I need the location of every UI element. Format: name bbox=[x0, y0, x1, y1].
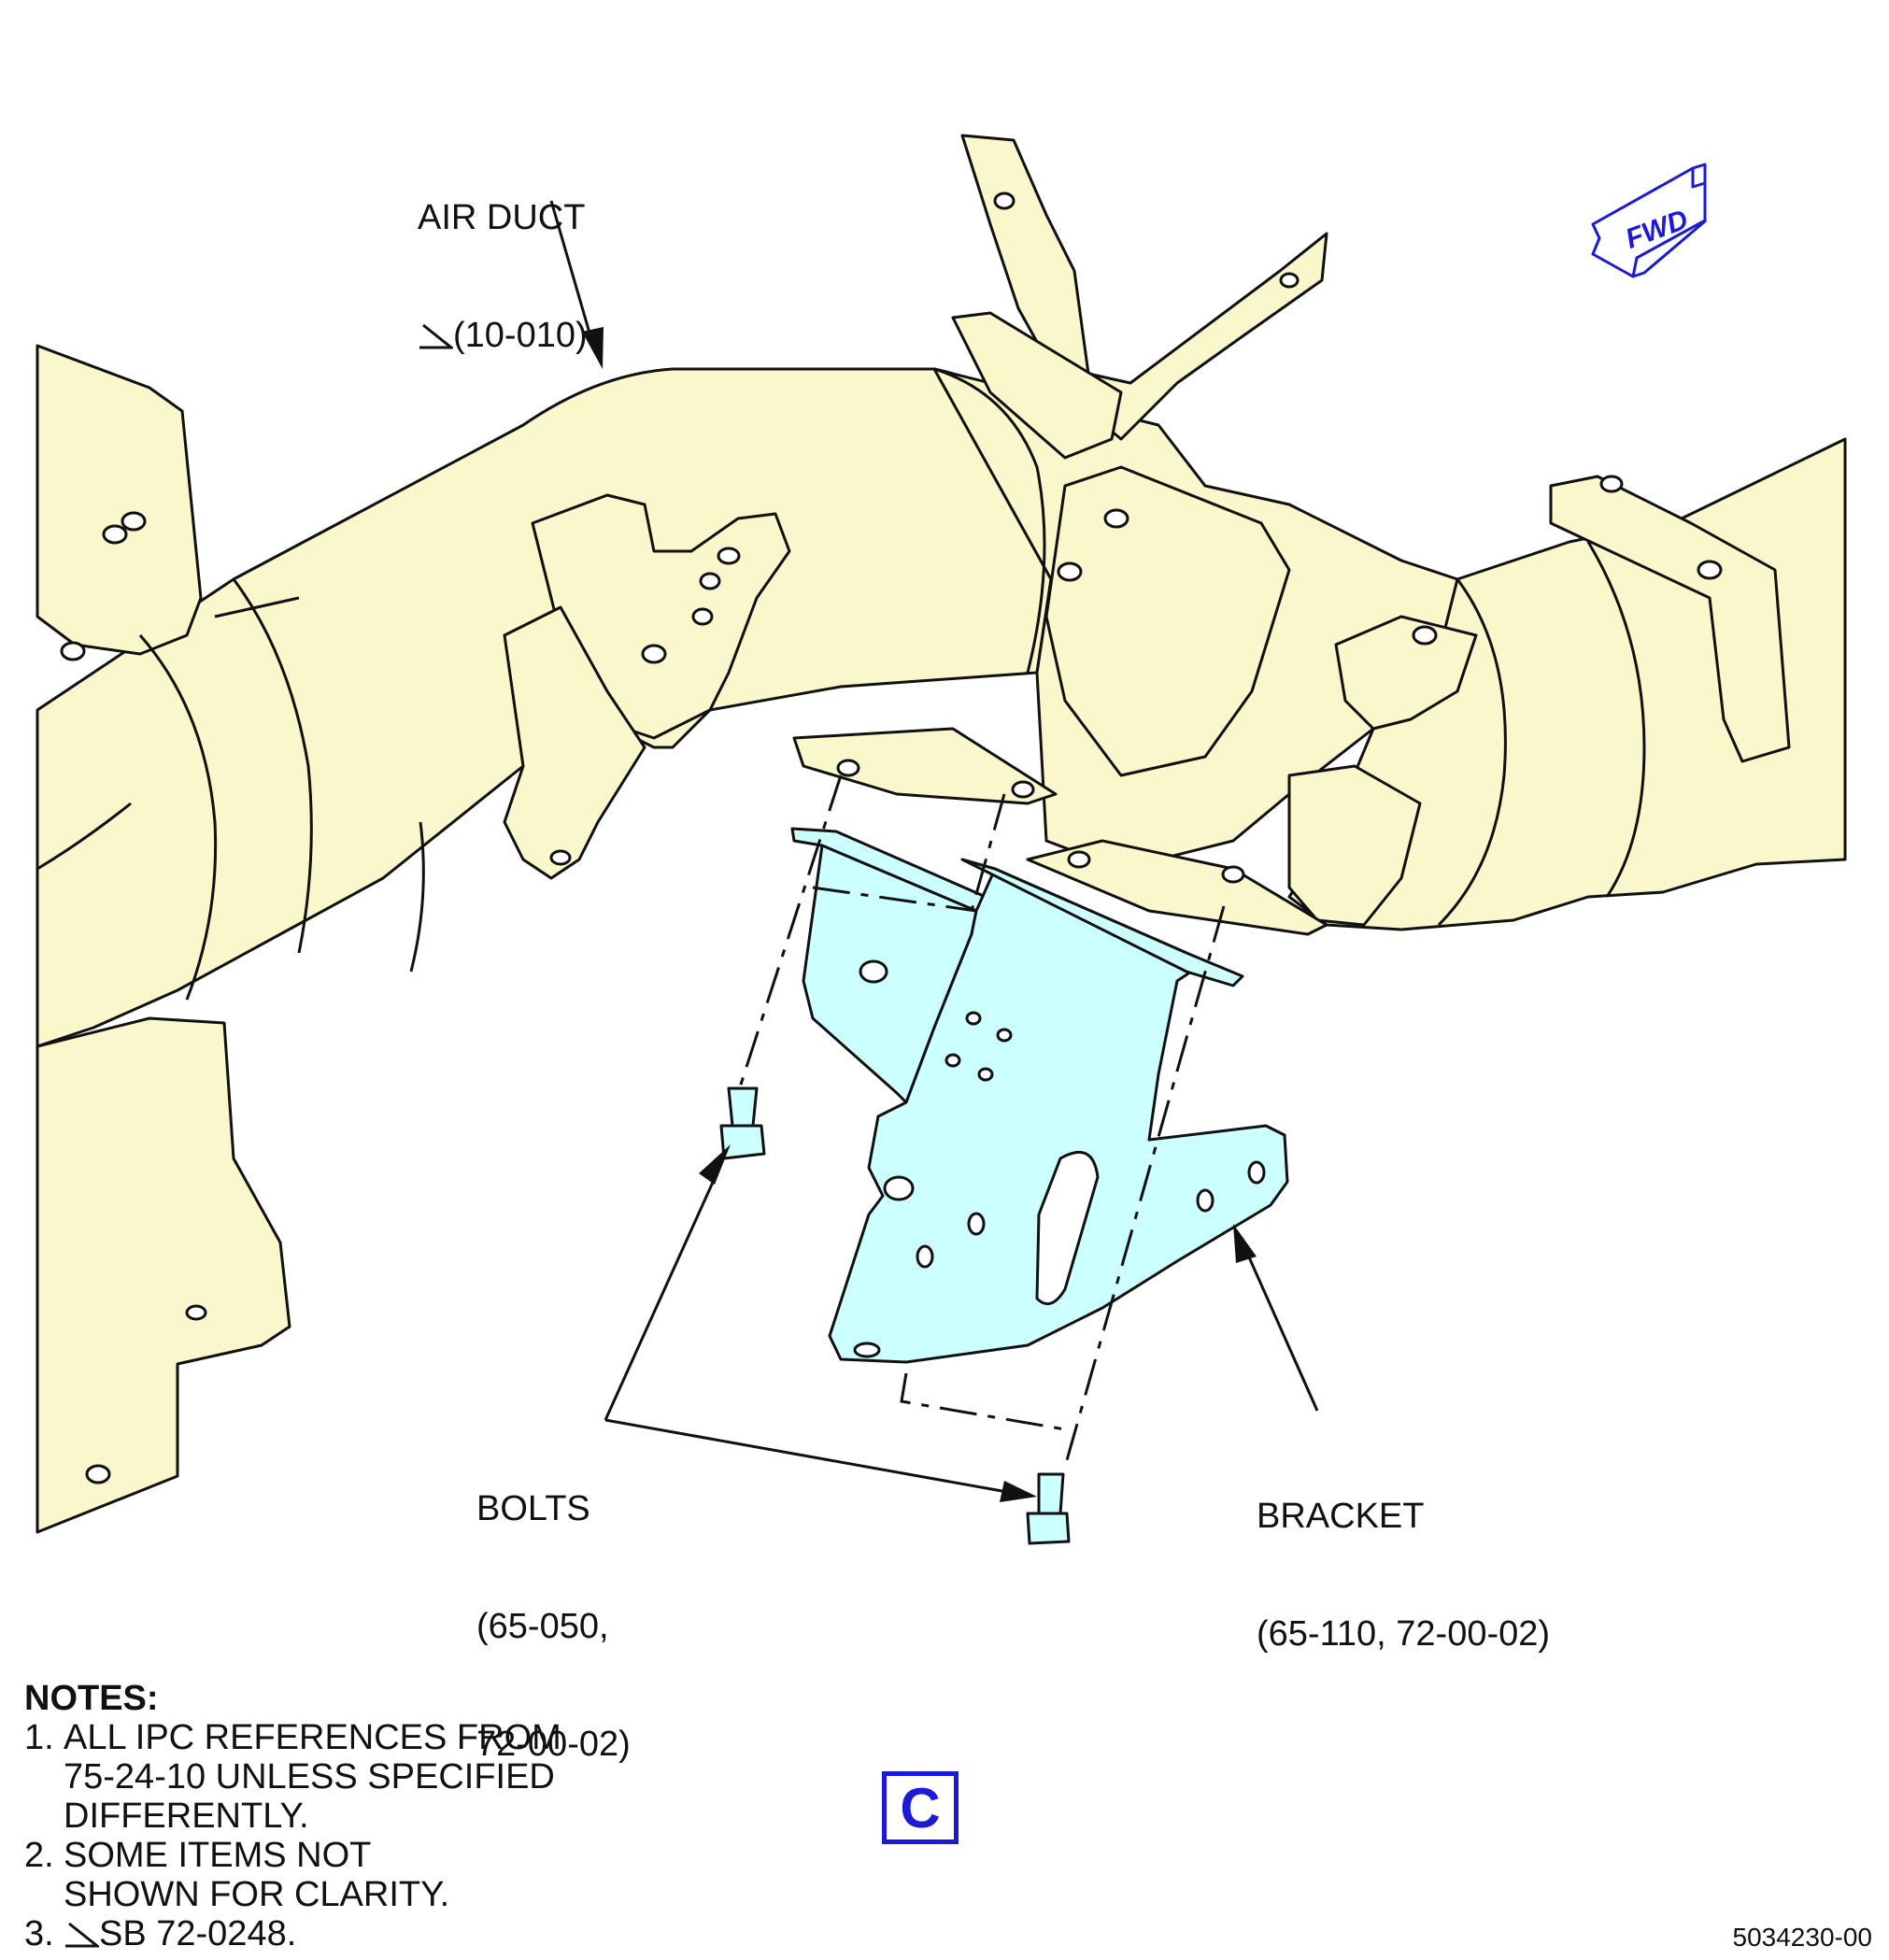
view-label-box: C bbox=[882, 1771, 959, 1844]
bolt-upper bbox=[719, 1087, 766, 1160]
duct-mount-right bbox=[1549, 475, 1791, 763]
duct-flange-lower-right bbox=[1287, 764, 1422, 927]
note-text: SOME ITEMS NOT SHOWN FOR CLARITY. bbox=[64, 1836, 450, 1914]
bolts-label: BOLTS bbox=[476, 1489, 590, 1528]
notes-title: NOTES: bbox=[24, 1679, 159, 1718]
air-duct-ref: (10-010) bbox=[453, 316, 588, 355]
air-duct-label: AIR DUCT bbox=[418, 198, 586, 237]
bracket-main-plate bbox=[828, 867, 1289, 1364]
note-number: 1. bbox=[24, 1718, 54, 1757]
view-label: C bbox=[900, 1776, 941, 1839]
note-text: ALL IPC REFERENCES FROM 75-24-10 UNLESS … bbox=[64, 1718, 561, 1836]
duct-flange-left-lower bbox=[503, 605, 646, 880]
notes-block: NOTES: 1. ALL IPC REFERENCES FROM 75-24-… bbox=[24, 1679, 561, 1953]
sb-delta-icon bbox=[419, 323, 453, 349]
bracket-flange-top-right bbox=[960, 858, 1244, 987]
top-bracket-lower bbox=[951, 311, 1123, 460]
note-item: 1. ALL IPC REFERENCES FROM 75-24-10 UNLE… bbox=[24, 1718, 561, 1836]
note-text: SB 72-0248. bbox=[99, 1914, 297, 1953]
duct-flange-right bbox=[1334, 615, 1478, 731]
bracket-label: BRACKET bbox=[1257, 1497, 1425, 1536]
air-duct-callout: AIR DUCT (10-010) bbox=[418, 120, 588, 394]
bolts-ref-2: 72-00-02) bbox=[476, 1725, 631, 1764]
duct-flange-center bbox=[1044, 465, 1291, 777]
mount-plate-center bbox=[792, 727, 1058, 805]
bracket-ref: (65-110, 72-00-02) bbox=[1257, 1614, 1551, 1654]
note-number: 2. bbox=[24, 1836, 54, 1875]
mount-plate-right bbox=[1026, 839, 1328, 936]
air-duct-left-bend bbox=[36, 344, 203, 656]
fwd-arrow-icon bbox=[1591, 163, 1707, 278]
air-duct-lower-left bbox=[36, 1016, 291, 1534]
bolt-lower bbox=[1026, 1472, 1071, 1545]
bolts-callout: BOLTS (65-050, 72-00-02) bbox=[476, 1411, 631, 1803]
note-item: 3. SB 72-0248. bbox=[24, 1914, 561, 1953]
note-number: 3. bbox=[24, 1914, 54, 1953]
bolts-ref-1: (65-050, bbox=[476, 1607, 609, 1646]
bracket-callout: BRACKET (65-110, 72-00-02) bbox=[1257, 1418, 1550, 1693]
note-item: 2. SOME ITEMS NOT SHOWN FOR CLARITY. bbox=[24, 1836, 561, 1914]
figure-number: 5034230-00 bbox=[1732, 1923, 1872, 1952]
sb-delta-icon bbox=[65, 1922, 99, 1948]
